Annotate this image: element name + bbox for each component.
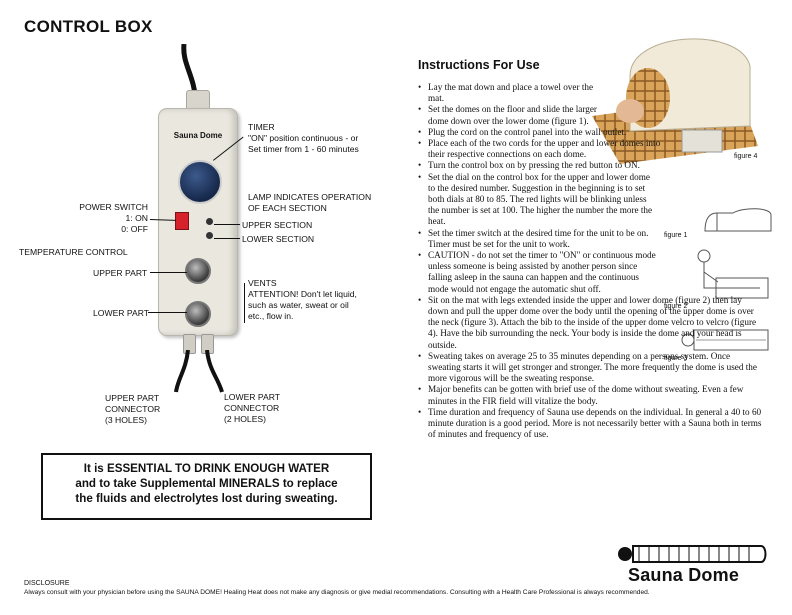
upper-lamp	[206, 218, 213, 225]
instruction-item: Set the dial on the control box for the …	[418, 172, 658, 228]
instructions-list: Lay the mat down and place a towel over …	[418, 82, 762, 441]
figure-4-label: figure 4	[734, 153, 758, 160]
lower-connector-line-1: LOWER PART	[224, 392, 281, 402]
temperature-control-label: TEMPERATURE CONTROL	[19, 247, 128, 257]
essential-line-3: the fluids and electrolytes lost during …	[75, 492, 338, 505]
instruction-item: Lay the mat down and place a towel over …	[418, 82, 608, 104]
figure-2-drawing	[697, 249, 769, 299]
vents-line-2: such as water, sweat or oil	[248, 300, 349, 310]
essential-line-1: It is ESSENTIAL TO DRINK ENOUGH WATER	[83, 462, 330, 475]
instructions-title: Instructions For Use	[418, 58, 540, 72]
upper-connector-line-1: UPPER PART	[105, 393, 160, 403]
essential-line-2: and to take Supplemental MINERALS to rep…	[75, 477, 338, 490]
lower-lamp	[206, 232, 213, 239]
vents-line-3: etc., flow in.	[248, 311, 294, 321]
control-box	[158, 108, 238, 336]
power-switch-heading: POWER SWITCH	[79, 202, 148, 212]
upper-connector-line-3: (3 HOLES)	[105, 415, 148, 425]
essential-notice: It is ESSENTIAL TO DRINK ENOUGH WATER an…	[41, 453, 372, 520]
connector-cables	[174, 350, 224, 393]
lamp-line-2: OF EACH SECTION	[248, 203, 327, 213]
lower-part-label: LOWER PART	[93, 308, 150, 318]
instruction-item: Time duration and frequency of Sauna use…	[418, 407, 762, 441]
lower-section-label: LOWER SECTION	[242, 234, 315, 244]
instruction-item: Sweating takes on average 25 to 35 minut…	[418, 351, 762, 385]
vents-heading: VENTS	[248, 278, 277, 288]
lower-connector-line-3: (2 HOLES)	[224, 414, 267, 424]
timer-heading: TIMER	[248, 122, 275, 132]
instruction-item: Turn the control box on by pressing the …	[418, 160, 658, 171]
upper-temp-knob[interactable]	[185, 258, 211, 284]
instruction-item: Major benefits can be gotten with brief …	[418, 384, 762, 406]
timer-callout: TIMER "ON" position continuous - or Set …	[248, 122, 359, 155]
lamp-line-1: LAMP INDICATES OPERATION	[248, 192, 372, 202]
figure-1-label: figure 1	[664, 232, 688, 239]
instruction-item: CAUTION - do not set the timer to "ON" o…	[418, 250, 658, 295]
page-title: CONTROL BOX	[24, 17, 153, 36]
lower-temp-knob[interactable]	[185, 301, 211, 327]
instruction-item: Set the timer switch at the desired time…	[418, 228, 658, 250]
control-box-brand: Sauna Dome	[173, 131, 223, 140]
power-switch[interactable]	[175, 212, 189, 230]
lower-connector-callout: LOWER PART CONNECTOR (2 HOLES)	[224, 392, 280, 425]
sauna-dome-logo	[618, 545, 767, 563]
disclosure-title: DISCLOSURE	[24, 580, 70, 587]
cable-grommet	[186, 90, 210, 110]
timer-line-2: Set timer from 1 - 60 minutes	[248, 144, 359, 154]
vents-callout: VENTS ATTENTION! Don't let liquid, such …	[248, 278, 357, 322]
timer-line-1: "ON" position continuous - or	[248, 133, 359, 143]
logo-text: Sauna Dome	[628, 565, 740, 585]
figure-1-drawing	[704, 208, 772, 232]
disclosure-text: Always consult with your physician befor…	[24, 589, 650, 596]
instruction-item: Place each of the two cords for the uppe…	[418, 138, 678, 160]
upper-connector-callout: UPPER PART CONNECTOR (3 HOLES)	[105, 393, 160, 426]
lamp-callout: LAMP INDICATES OPERATION OF EACH SECTION	[248, 192, 371, 214]
instruction-item: Plug the cord on the control panel into …	[418, 127, 638, 138]
power-off-label: 0: OFF	[121, 224, 148, 234]
instruction-item: Set the domes on the floor and slide the…	[418, 104, 608, 126]
timer-dial[interactable]	[178, 160, 222, 204]
power-switch-callout: POWER SWITCH 1: ON 0: OFF	[68, 202, 148, 235]
instruction-item: Sit on the mat with legs extended inside…	[418, 295, 762, 351]
power-on-label: 1: ON	[125, 213, 148, 223]
upper-section-label: UPPER SECTION	[242, 220, 313, 230]
lower-connector-line-2: CONNECTOR	[224, 403, 280, 413]
upper-connector-line-2: CONNECTOR	[105, 404, 161, 414]
vents-line-1: ATTENTION! Don't let liquid,	[248, 289, 357, 299]
upper-part-label: UPPER PART	[93, 268, 148, 278]
